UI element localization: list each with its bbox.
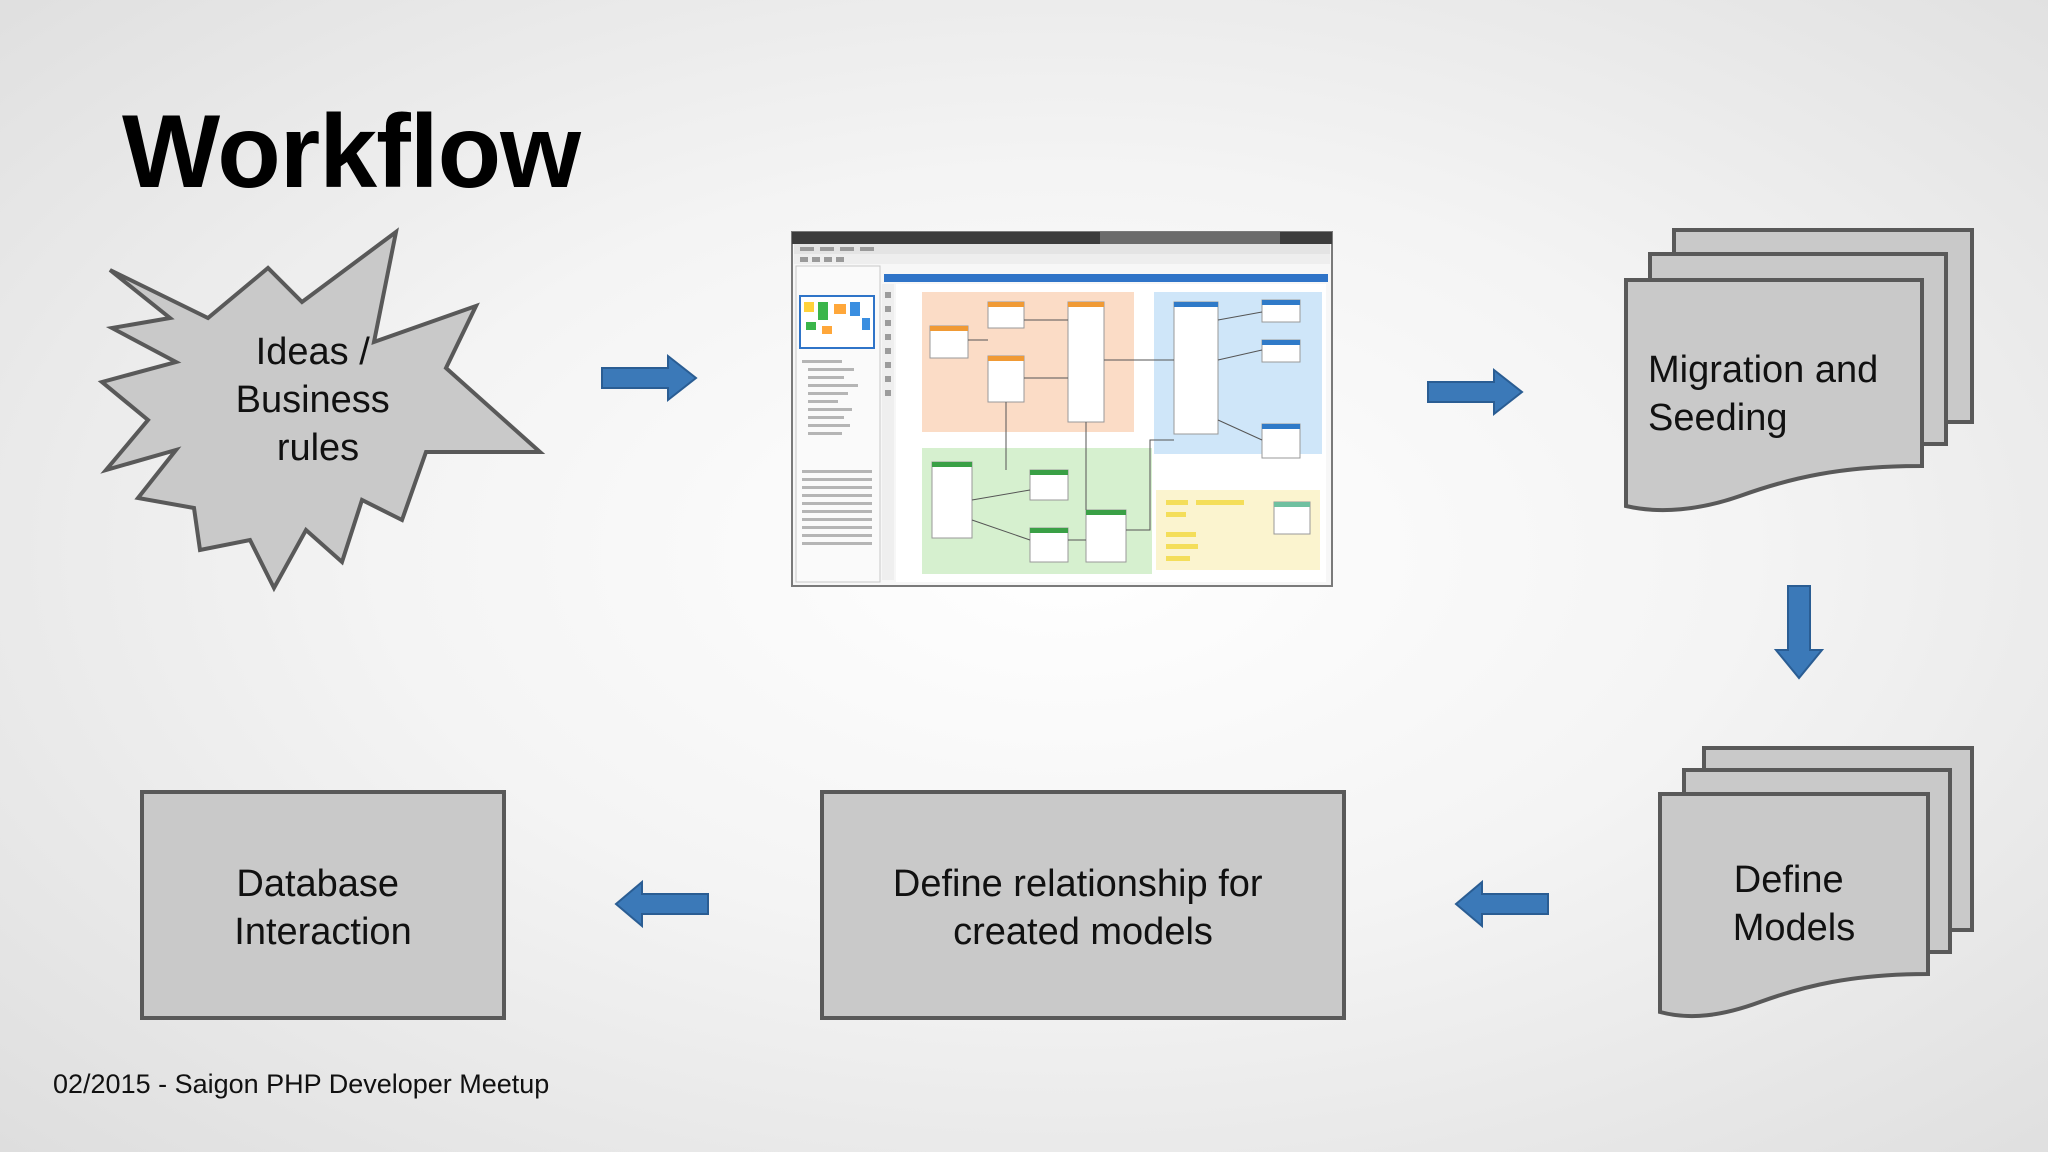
models-line-1: Define [1734, 859, 1844, 901]
migration-line-1: Migration and [1648, 349, 1878, 391]
svg-text:Define Models: Define Models [1733, 859, 1856, 949]
arrow-down-1 [1773, 585, 1825, 680]
node-database: Database Interaction [140, 790, 506, 1020]
models-line-2: Models [1733, 907, 1856, 949]
node-ideas: Ideas / Business rules [97, 227, 546, 593]
node-relationship: Define relationship for created models [820, 790, 1346, 1020]
ideas-line-1: Ideas / [256, 331, 371, 373]
svg-text:Database Interaction: Database Interaction [234, 863, 411, 953]
node-erd-screenshot [791, 231, 1333, 587]
explosion-shape [97, 227, 546, 593]
database-line-2: Interaction [234, 911, 411, 953]
arrow-right-2 [1427, 367, 1524, 417]
node-models: Define Models [1658, 746, 1974, 1019]
svg-text:Define relationship for: Define relationship for created models [893, 863, 1273, 953]
relationship-line-1: Define relationship for [893, 863, 1263, 905]
ideas-line-2: Business [236, 379, 390, 421]
footer-text: 02/2015 - Saigon PHP Developer Meetup [53, 1069, 550, 1099]
arrow-left-1 [1454, 879, 1549, 929]
migration-line-2: Seeding [1648, 397, 1787, 439]
node-migration: Migration and Seeding [1624, 228, 1974, 513]
slide-title: Workflow [122, 94, 581, 210]
ideas-line-3: rules [277, 427, 359, 469]
svg-text:Migration and Seeding: Migration and Seeding [1648, 349, 1889, 439]
svg-text:Ideas / Business: Ideas / Business rules [236, 331, 401, 469]
arrow-left-2 [614, 879, 709, 929]
arrow-right-1 [601, 353, 698, 403]
relationship-line-2: created models [953, 911, 1213, 953]
database-line-1: Database [236, 863, 399, 905]
